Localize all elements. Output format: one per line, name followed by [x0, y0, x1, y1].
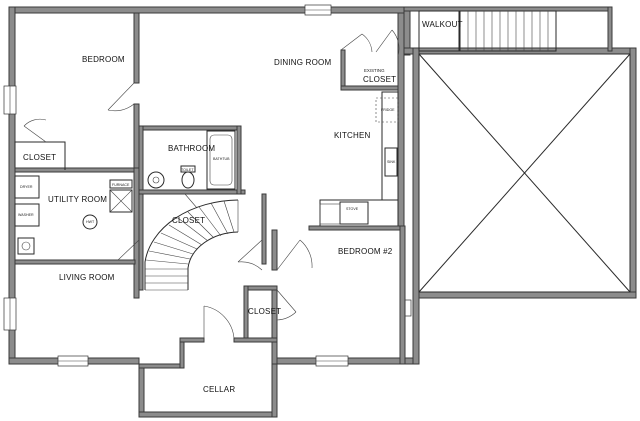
stairs-walkout [418, 10, 557, 52]
door-swings [117, 29, 400, 342]
wall-bedroom2-top [308, 225, 405, 231]
wall-cellar-vert [179, 339, 185, 369]
wall-existing-left [340, 49, 346, 91]
wall-bedroom-right-lower [133, 103, 140, 169]
wall-bathroom-bottom [138, 189, 246, 195]
wall-garage-left [412, 47, 420, 365]
wall-bedroom-bottom [14, 167, 140, 173]
garage-open-area [418, 53, 631, 293]
laundry-sink [17, 237, 35, 255]
washer-label: WASHER [18, 213, 34, 217]
room-label-bathroom: BATHROOM [168, 144, 215, 153]
bath-sink [147, 171, 165, 189]
room-label-walkout: WALKOUT [422, 20, 463, 29]
room-label-living-room: LIVING ROOM [59, 273, 115, 282]
wall-bedroom-right [133, 12, 140, 84]
kitchen-sink [384, 147, 398, 177]
room-label-closet-stair: CLOSET [172, 216, 205, 225]
furnace-label: FURNACE [112, 183, 130, 187]
garage-box [418, 53, 631, 293]
wall-bedroom2-left-lower [271, 289, 278, 365]
dryer-label: DRYER [20, 185, 33, 189]
bathtub [206, 130, 236, 190]
wall-closet-lower-top [243, 285, 278, 291]
room-label-kitchen: KITCHEN [334, 131, 371, 140]
stove [339, 201, 369, 225]
room-label-utility-room: UTILITY ROOM [48, 195, 107, 204]
wall-bedroom2-left-upper [271, 229, 278, 271]
hwt-label: HWT [86, 220, 95, 224]
wall-cellar-top [179, 337, 205, 343]
wall-stair-right [261, 193, 267, 265]
wall-garage-right [629, 47, 637, 299]
room-label-dining-room: DINING ROOM [274, 58, 331, 67]
wall-stair-left [138, 193, 144, 291]
wall-bedroom2-right [399, 225, 406, 365]
wall-cellar-left [138, 363, 145, 417]
furnace [109, 189, 133, 213]
washer [14, 203, 40, 227]
toilet-bowl [181, 171, 195, 189]
wall-cellar-top-left [138, 363, 184, 369]
windows [3, 4, 412, 367]
wall-utility-right [133, 167, 140, 299]
bathtub-label: BATHTUB [213, 157, 230, 161]
wall-walkout-top [403, 6, 613, 12]
dryer [14, 175, 40, 199]
interior-walls [14, 12, 406, 418]
wall-closet-lower-bottom [233, 337, 278, 343]
sink-label: SINK [387, 160, 396, 164]
wall-top-right [329, 6, 411, 14]
room-label-bedroom: BEDROOM [82, 55, 125, 64]
wall-walkout-right [607, 6, 613, 52]
wall-garage-bottom [412, 291, 637, 299]
room-label-bedroom-2: BEDROOM #2 [338, 247, 393, 256]
wall-existing-bottom [340, 85, 402, 91]
room-label-existing-closet: CLOSET [363, 75, 396, 84]
wall-utility-bottom [14, 259, 136, 265]
wall-bathroom-right [236, 125, 242, 195]
hwt [82, 214, 98, 230]
wall-cellar-bottom [138, 411, 278, 418]
room-labels: BEDROOM DINING ROOM WALKOUT EXISTING CLO… [23, 20, 463, 394]
fridge-label: FRIDGE [381, 108, 395, 112]
room-label-cellar: CELLAR [203, 385, 235, 394]
room-label-existing: EXISTING [364, 68, 385, 73]
room-label-closet-left: CLOSET [23, 153, 56, 162]
wall-top-left [8, 6, 310, 14]
stove-label: STOVE [346, 207, 359, 211]
walkout-landing [418, 10, 460, 52]
room-label-closet-lower: CLOSET [248, 307, 281, 316]
toilet-label: TOILET [181, 168, 194, 172]
fridge [375, 97, 399, 123]
fixtures: BATHTUB TOILET DRYER WASHER FURNACE HWT … [14, 97, 399, 255]
wall-bathroom-top [138, 125, 242, 131]
wall-cellar-right [271, 363, 278, 418]
wall-bathroom-left [138, 125, 144, 195]
stairs-curved [144, 199, 239, 291]
window-bedroom2-right [404, 299, 412, 317]
